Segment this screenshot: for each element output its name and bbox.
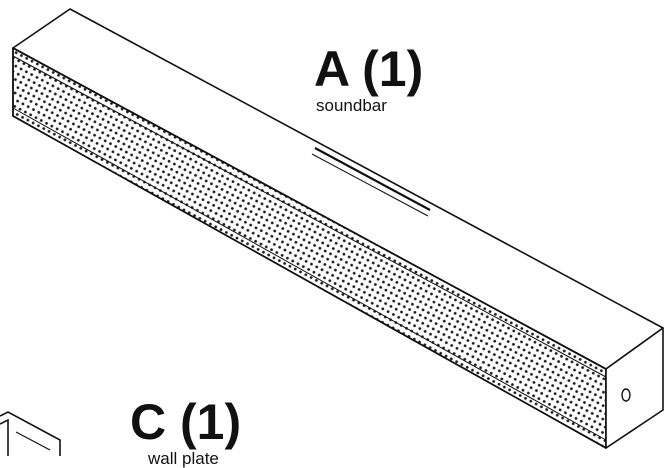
part-c-label: C (1) <box>130 394 242 450</box>
soundbar-grille-face <box>12 47 607 449</box>
soundbar-drawing <box>12 8 664 449</box>
parts-diagram: A (1) soundbar C (1) wall plate <box>0 8 664 467</box>
part-c-name: wall plate <box>148 449 219 468</box>
wall-plate-drawing <box>0 411 61 456</box>
part-a-label: A (1) <box>314 41 424 97</box>
part-a-name: soundbar <box>316 96 387 115</box>
soundbar-end-face <box>605 327 664 449</box>
port-hole-icon <box>621 388 631 402</box>
diagram-canvas <box>0 8 664 456</box>
